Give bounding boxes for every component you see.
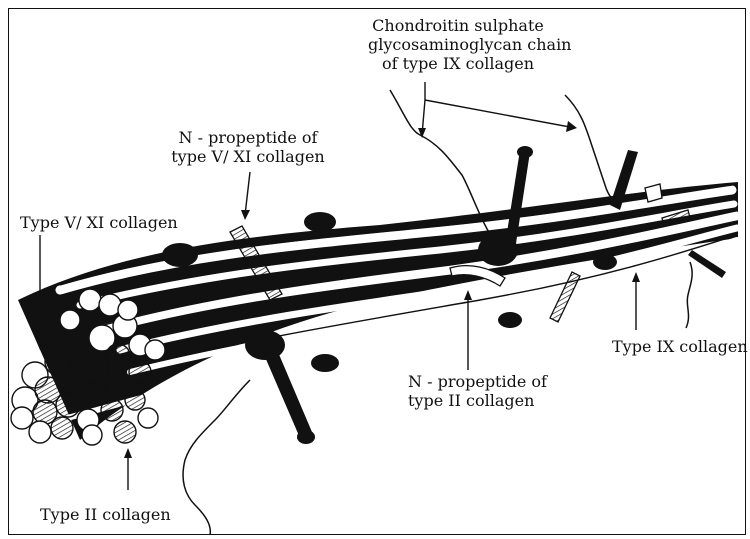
label-line: type V/ XI collagen <box>148 147 348 166</box>
label-line: type II collagen <box>408 391 547 410</box>
label-chondroitin-sulphate: Chondroitin sulphate glycosaminoglycan c… <box>368 16 548 73</box>
label-line: of type IX collagen <box>368 54 548 73</box>
label-n-propeptide-type-v-xi: N - propeptide of type V/ XI collagen <box>148 128 348 166</box>
label-line: Chondroitin sulphate <box>368 16 548 35</box>
label-n-propeptide-type-ii: N - propeptide of type II collagen <box>408 372 547 410</box>
label-type-v-xi-collagen: Type V/ XI collagen <box>20 213 178 232</box>
label-type-ii-collagen: Type II collagen <box>40 505 171 524</box>
label-type-ix-collagen: Type IX collagen <box>612 337 748 356</box>
label-line: N - propeptide of <box>148 128 348 147</box>
label-line: glycosaminoglycan chain <box>368 35 548 54</box>
label-line: N - propeptide of <box>408 372 547 391</box>
